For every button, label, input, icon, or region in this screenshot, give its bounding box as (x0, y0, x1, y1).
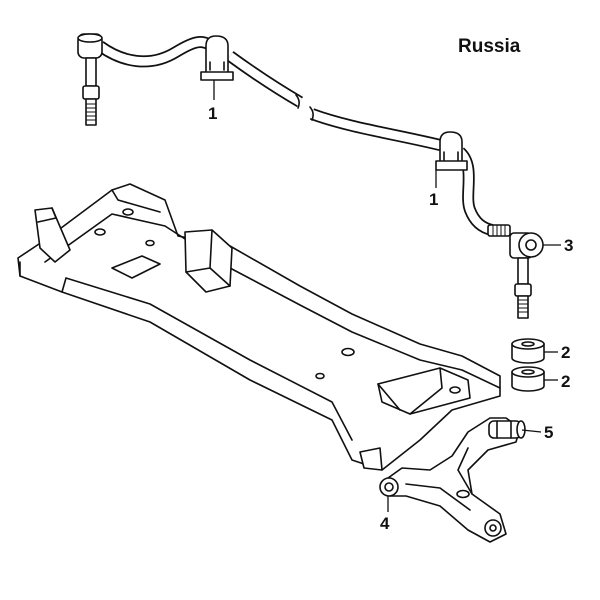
subframe (17, 183, 501, 471)
rubber-bushing-upper (511, 338, 545, 364)
callout-2-lower: 2 (544, 372, 570, 391)
svg-text:5: 5 (544, 423, 553, 442)
ball-joint (484, 519, 502, 537)
lower-control-arm (387, 417, 521, 543)
mount-hole (122, 208, 134, 216)
bar-clamp-right (435, 131, 468, 171)
rubber-bushing-lower (511, 366, 545, 392)
bar-clamp-left (200, 35, 234, 81)
svg-text:3: 3 (564, 236, 573, 255)
diagram-title: Russia (458, 36, 521, 57)
mount-hole (94, 228, 106, 236)
svg-text:4: 4 (380, 514, 390, 533)
svg-text:2: 2 (561, 372, 570, 391)
callout-3: 3 (543, 236, 573, 255)
control-arm-front-bushing (379, 477, 399, 497)
bar-threaded-end (487, 224, 511, 237)
svg-text:1: 1 (429, 190, 438, 209)
svg-text:1: 1 (208, 104, 217, 123)
right-drop-link (509, 232, 544, 319)
control-arm-rear-bushing (488, 420, 526, 439)
callout-1-left: 1 (208, 80, 217, 123)
mount-hole (315, 372, 325, 380)
callout-4: 4 (380, 496, 390, 533)
svg-text:2: 2 (561, 343, 570, 362)
mount-hole (341, 347, 355, 357)
mount-hole (145, 239, 155, 247)
callout-5: 5 (521, 423, 553, 442)
mount-hole (449, 386, 461, 394)
callout-1-right: 1 (429, 170, 438, 209)
left-drop-link (77, 33, 103, 126)
callout-2-upper: 2 (544, 343, 570, 362)
